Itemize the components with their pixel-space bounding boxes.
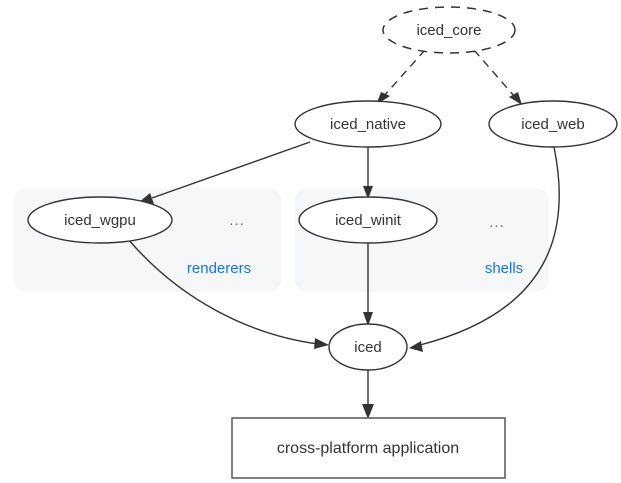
edge-core-to-native: [376, 49, 426, 105]
edge-core-to-web: [473, 49, 522, 105]
node-iced-core-label: iced_core: [416, 22, 481, 39]
node-iced-wgpu-shape[interactable]: [27, 196, 173, 244]
edge-winit-to-iced-arrow: [363, 312, 373, 326]
edge-iced-to-app: [362, 370, 374, 419]
edge-iced-to-app-arrow: [362, 404, 374, 419]
node-iced-winit-label: iced_winit: [335, 212, 402, 229]
edge-wgpu-to-iced-line: [127, 238, 319, 345]
edge-web-to-iced: [409, 146, 560, 352]
shells-more-ellipsis-icon: ...: [489, 214, 505, 231]
node-iced-core[interactable]: iced_core: [382, 6, 516, 54]
group-renderers-label: renderers: [187, 260, 251, 277]
edge-native-to-wgpu-line: [151, 141, 311, 199]
node-iced-web-label: iced_web: [521, 116, 584, 133]
node-iced-web[interactable]: iced_web: [488, 100, 618, 148]
node-iced-native-shape[interactable]: [294, 100, 442, 148]
node-iced-winit-shape[interactable]: [298, 196, 438, 244]
node-iced-wgpu[interactable]: iced_wgpu: [27, 196, 173, 244]
node-iced-winit[interactable]: iced_winit: [298, 196, 438, 244]
edge-web-to-iced-line: [419, 146, 560, 346]
group-shells-label: shells: [485, 260, 523, 277]
node-iced-core-shape[interactable]: [382, 6, 516, 54]
edge-core-to-web-line: [473, 49, 516, 98]
edge-core-to-native-line: [382, 49, 426, 98]
node-iced-shape[interactable]: [328, 323, 408, 371]
node-cross-platform-application[interactable]: cross-platform application: [231, 417, 506, 479]
edge-winit-to-iced: [363, 243, 373, 326]
edge-wgpu-to-iced-arrow: [314, 338, 329, 349]
node-cross-platform-application-shape[interactable]: [231, 417, 506, 479]
node-cross-platform-application-label: cross-platform application: [277, 440, 459, 457]
node-iced-label: iced: [354, 339, 382, 356]
edge-web-to-iced-arrow: [409, 341, 423, 352]
node-iced-wgpu-label: iced_wgpu: [64, 212, 136, 229]
edge-wgpu-to-iced: [127, 238, 329, 349]
edge-core-to-web-arrow: [509, 92, 522, 105]
node-iced[interactable]: iced: [328, 323, 408, 371]
node-iced-native-label: iced_native: [330, 116, 406, 133]
edge-native-to-winit-arrow: [363, 186, 373, 199]
node-iced-native[interactable]: iced_native: [294, 100, 442, 148]
edge-native-to-winit: [363, 147, 373, 199]
renderers-more-ellipsis-icon: ...: [229, 212, 245, 229]
node-iced-web-shape[interactable]: [488, 100, 618, 148]
